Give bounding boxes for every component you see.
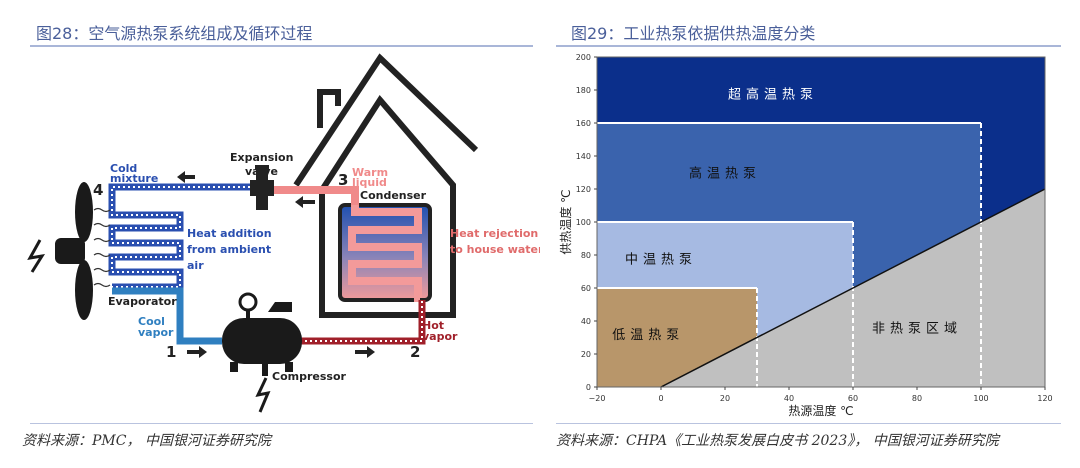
heat-addition-label-2: from ambient: [187, 243, 271, 256]
cool-vapor-pipe: [112, 287, 222, 345]
heat-addition-label: Heat addition: [187, 227, 272, 240]
region-label-medium: 中温热泵: [625, 252, 697, 267]
expansion-valve: [250, 165, 274, 210]
y-tick-label: 60: [581, 284, 591, 293]
house-outline: [293, 53, 479, 318]
x-axis-label: 热源温度 ℃: [788, 403, 853, 418]
right-source-divider: [556, 423, 1061, 424]
region-label-non-heat-pump: 非热泵区域: [872, 322, 962, 337]
fan-icon: [27, 182, 93, 320]
x-tick-label: 0: [658, 394, 663, 403]
x-tick-label: 40: [784, 394, 794, 403]
flow-arrows: [177, 171, 375, 358]
diagonal-boundary-line: [660, 188, 1046, 388]
compressor: [222, 292, 302, 413]
stage-number-2: 2: [410, 343, 420, 361]
heat-addition-label-3: air: [187, 259, 204, 272]
cold-mixture-label-2: mixture: [110, 172, 158, 185]
warm-liquid-pipe: [272, 186, 359, 205]
x-tick-label: 120: [1037, 394, 1052, 403]
hot-vapor-label-2: vapor: [422, 330, 458, 343]
left-figure-title: 图28：空气源热泵系统组成及循环过程: [36, 24, 313, 43]
expansion-valve-label-2: valve: [245, 165, 278, 178]
y-tick-label: 40: [581, 317, 591, 326]
region-label-low: 低温热泵: [612, 328, 684, 343]
y-tick-label: 140: [576, 152, 591, 161]
stage-number-4: 4: [93, 181, 103, 199]
heat-rejection-label: Heat rejection: [450, 227, 538, 240]
x-tick-label: 80: [912, 394, 922, 403]
left-title-divider: [30, 45, 533, 47]
heat-rejection-label-2: to house water: [450, 243, 540, 256]
stage-number-3: 3: [338, 171, 348, 189]
y-tick-label: 0: [586, 383, 591, 392]
y-tick-label: 160: [576, 119, 591, 128]
right-figure-title: 图29：工业热泵依据供热温度分类: [571, 24, 816, 43]
condenser-label: Condenser: [360, 189, 427, 202]
right-source-note: 资料来源：CHPA《工业热泵发展白皮书 2023》， 中国银河证券研究院: [556, 433, 999, 449]
x-tick-label: 20: [720, 394, 730, 403]
y-tick-label: 200: [576, 53, 591, 62]
heat-pump-diagram: Expansion valve Cold mixture Warm liquid…: [27, 53, 540, 413]
compressor-label: Compressor: [272, 370, 347, 383]
y-tick-label: 180: [576, 86, 591, 95]
x-tick-label: 100: [973, 394, 988, 403]
warm-liquid-label: Warm: [352, 166, 388, 179]
y-tick-label: 120: [576, 185, 591, 194]
y-axis-label: 供热温度 ℃: [558, 189, 573, 254]
warm-liquid-label-2: liquid: [352, 176, 387, 189]
airflow-arrows: [93, 207, 111, 288]
cool-vapor-label-2: vapor: [138, 326, 174, 339]
cold-mixture-label: Cold: [110, 162, 137, 175]
evaporator-coil-dots: [111, 186, 250, 288]
condenser-coil: [348, 193, 422, 302]
evaporator-label: Evaporator: [108, 295, 177, 308]
cool-vapor-label: Cool: [138, 315, 165, 328]
stage-number-1: 1: [166, 343, 176, 361]
x-tick-label: −20: [589, 394, 606, 403]
hot-vapor-pipe: [300, 300, 426, 345]
expansion-valve-label: Expansion: [230, 151, 293, 164]
y-tick-label: 100: [576, 218, 591, 227]
region-label-ultra-high: 超高温热泵: [728, 86, 818, 102]
y-tick-label: 20: [581, 350, 591, 359]
left-source-divider: [30, 423, 533, 424]
x-tick-label: 60: [848, 394, 858, 403]
hot-vapor-label: Hot: [422, 319, 444, 332]
region-label-high: 高温热泵: [689, 166, 761, 182]
y-tick-label: 80: [581, 251, 591, 260]
right-title-divider: [556, 45, 1061, 47]
left-source-note: 资料来源：PMC， 中国银河证券研究院: [22, 433, 271, 449]
